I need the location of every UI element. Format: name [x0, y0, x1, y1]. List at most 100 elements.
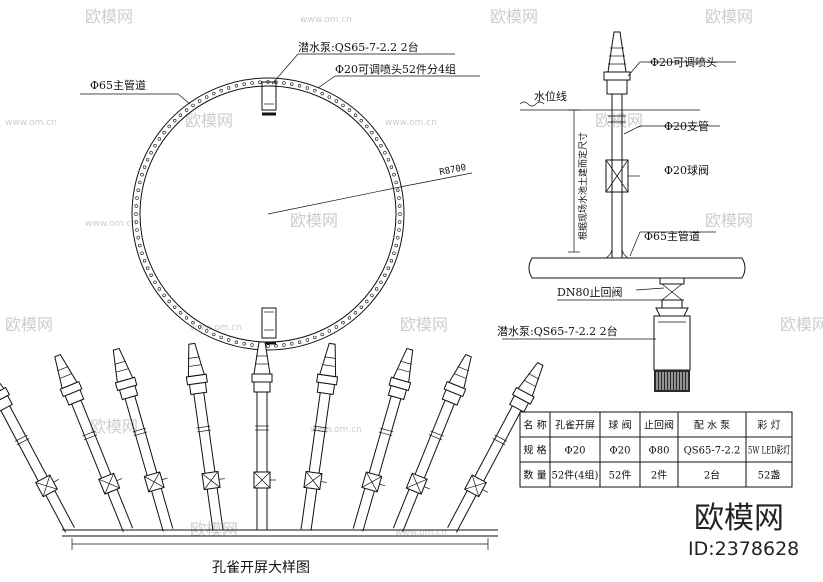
nozzle-dot — [136, 188, 140, 192]
nozzle-dot — [134, 204, 138, 208]
nozzle-dot — [227, 338, 231, 342]
nozzle-dot — [149, 151, 153, 155]
table-cell: Φ20 — [565, 446, 586, 457]
table-header-cell: 彩 灯 — [757, 420, 780, 432]
nozzle-dot — [365, 124, 369, 129]
radius-label: R8700 — [439, 163, 468, 178]
table-cell: Φ20 — [610, 446, 631, 457]
watermark-site: www.om.cn — [85, 219, 137, 229]
pump-bottom — [261, 307, 277, 345]
watermark-logo: 欧模网 — [185, 111, 233, 130]
watermark-site: www.om.cn — [310, 425, 362, 435]
fan-nozzle-tip — [112, 347, 134, 383]
vertical-dimension-note: 根据现场水池土建而定尺寸 — [577, 132, 589, 240]
fan-nozzle-tip — [187, 342, 205, 378]
nozzle-dot — [142, 259, 147, 263]
elevation-title: 孔雀开屏大样图 — [212, 560, 310, 576]
nozzle-dot — [135, 228, 139, 232]
nozzle-dot — [389, 259, 394, 263]
nozzle-dot — [274, 344, 278, 348]
watermark-logo: 欧模网 — [595, 111, 643, 130]
watermark-logo: 欧模网 — [705, 7, 753, 26]
nozzle-dot — [383, 151, 387, 155]
nozzle-dot — [198, 99, 202, 103]
nozzle-dot — [320, 91, 324, 96]
nozzle-dot — [205, 95, 209, 99]
watermark-logo: 欧模网 — [400, 315, 448, 334]
nozzle-dot — [334, 325, 338, 329]
watermark-site: www.om.cn — [385, 118, 437, 128]
nozzle-dot — [341, 103, 345, 108]
nozzle-dot — [157, 287, 162, 291]
nozzle-dot — [234, 340, 239, 344]
spec-table-border — [519, 411, 793, 488]
fan-nozzle-arm — [392, 353, 472, 533]
nozzle-group-label: Φ20可调喷头52件分4组 — [335, 62, 456, 76]
nozzle-dot — [396, 236, 400, 240]
nozzle-dot — [178, 311, 183, 315]
watermark-site: www.om.cn — [5, 118, 57, 128]
table-header-cell: 止回阀 — [644, 419, 674, 432]
nozzle-dot — [327, 95, 331, 99]
fan-nozzle-arm — [447, 361, 544, 533]
peacock-fan-elevation — [0, 341, 544, 550]
nozzle-dot — [353, 113, 358, 117]
fan-nozzle-tip — [448, 353, 472, 390]
nozzle-dot — [334, 99, 338, 103]
nozzle-dot — [167, 299, 171, 304]
nozzle-dot — [136, 236, 140, 240]
nozzle-dot — [365, 299, 369, 304]
table-cell: 2件 — [651, 470, 667, 482]
nozzle-dot — [347, 108, 352, 112]
plan-view: R8700 Φ65主管道 潜水泵:QS65-7-2.2 2台 Φ20可调喷头52… — [80, 40, 480, 351]
nozzle-dot — [142, 165, 147, 169]
nozzle-dot — [250, 81, 254, 85]
nozzle-dot — [386, 266, 391, 270]
pump-body — [653, 315, 691, 371]
fan-nozzle-arm — [112, 347, 174, 532]
nozzle-dot — [242, 342, 246, 346]
table-header-cell: 配 水 泵 — [694, 420, 730, 432]
nozzle-dot — [198, 325, 202, 329]
nozzle-dot — [379, 280, 383, 284]
nozzle-dot — [398, 220, 402, 224]
nozzle-dot — [370, 293, 374, 298]
nozzle-dot — [173, 118, 177, 123]
nozzle-dot — [359, 118, 363, 123]
nozzle-dot — [212, 332, 216, 337]
table-header-cell: 名 称 — [523, 419, 546, 432]
pump-section-label: 潜水泵:QS65-7-2.2 2台 — [497, 324, 618, 338]
nozzle-dot — [162, 293, 166, 298]
nozzle-dot — [153, 280, 157, 284]
nozzle-dot — [162, 130, 166, 135]
nozzle-dot — [386, 158, 391, 162]
fan-nozzle-arm — [0, 361, 75, 533]
table-cell: 52件 — [609, 470, 632, 482]
main-pipe-ring-outer — [131, 77, 405, 351]
nozzle-dot — [138, 180, 142, 185]
fan-nozzle-arm — [54, 353, 134, 533]
nozzle-dot — [341, 320, 345, 325]
pump-label: 潜水泵:QS65-7-2.2 2台 — [298, 40, 419, 54]
nozzle-dot — [374, 287, 379, 291]
watermark-site: www.om.cn — [395, 528, 447, 538]
nozzle-dot — [398, 204, 402, 208]
nozzle-dot — [145, 266, 150, 270]
watermark-site: www.om.cn — [190, 323, 242, 333]
fan-nozzle-tip — [319, 342, 337, 378]
nozzle-dot — [153, 144, 157, 148]
nozzle-dot — [184, 108, 189, 112]
pump-top — [261, 81, 277, 116]
nozzle-dot — [205, 329, 209, 333]
check-valve-label: DN80止回阀 — [557, 285, 622, 299]
nozzle-dot — [135, 196, 139, 200]
nozzle-tip — [607, 31, 627, 73]
nozzle-dot — [234, 84, 239, 88]
nozzle-dot — [219, 335, 223, 340]
nozzle-dot — [167, 124, 171, 129]
nozzle-dot — [394, 243, 398, 248]
nozzle-dot — [297, 84, 302, 88]
nozzle-dot — [227, 86, 231, 90]
nozzle-dot — [258, 80, 262, 84]
brand-watermark: 欧模网 — [694, 501, 784, 536]
